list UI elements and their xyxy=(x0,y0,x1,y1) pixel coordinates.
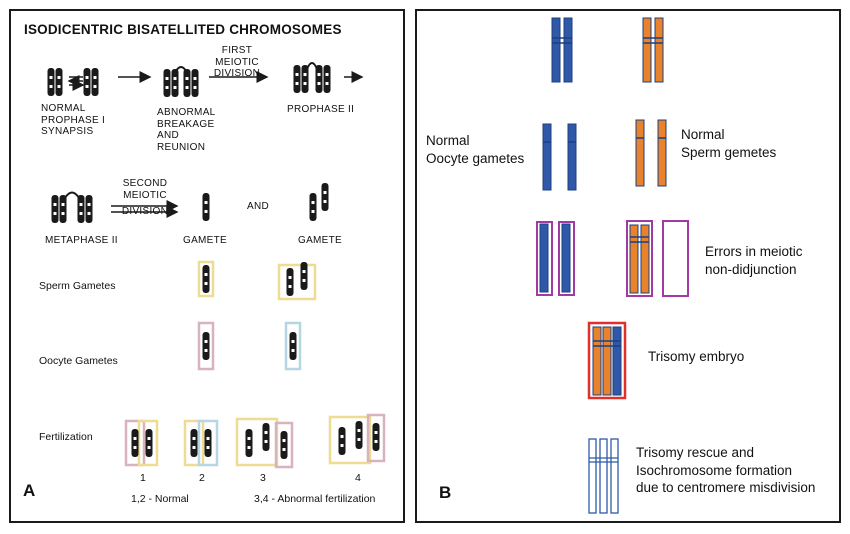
error-oocyte-chromosomes xyxy=(536,221,575,296)
and-caption: AND xyxy=(247,201,270,212)
panel-b-letter: B xyxy=(439,483,452,502)
step1-line2: PROPHASE I xyxy=(41,114,106,126)
fert-number-3: 3 xyxy=(260,472,266,484)
normal-note: 1,2 - Normal xyxy=(131,493,189,505)
normal-prophase-chromosomes xyxy=(48,68,99,96)
oocyte-gametes-label: Oocyte Gametes xyxy=(39,355,118,367)
sperm-label-line1: Normal xyxy=(681,127,725,142)
panel-a-title: ISODICENTRIC BISATELLITED CHROMOSOMES xyxy=(24,22,342,37)
gamete-chromosome-2 xyxy=(309,183,329,221)
rescue-label-line1: Trisomy rescue and xyxy=(636,445,755,460)
step2-line3: AND xyxy=(157,130,180,141)
orange-chromosome-pair-top xyxy=(642,17,664,83)
isochromosome-outlines xyxy=(588,438,619,514)
step1-line3: SYNAPSIS xyxy=(41,126,94,137)
sperm-gametes-label: Sperm Gametes xyxy=(39,280,116,292)
first-meiotic-division-label: FIRST MEIOTIC DIVISION xyxy=(209,45,265,80)
trisomy-rescue-label: Trisomy rescue and Isochromosome formati… xyxy=(636,444,815,497)
fertilization-1 xyxy=(124,419,159,467)
panel-a: ISODICENTRIC BISATELLITED CHROMOSOMES NO… xyxy=(9,9,405,523)
error-sperm-chromosomes xyxy=(626,220,689,297)
oocyte-label-line1: Normal xyxy=(426,133,470,148)
fert-number-2: 2 xyxy=(199,472,205,484)
step2-caption: ABNORMAL BREAKAGE AND REUNION xyxy=(157,107,216,153)
sperm-gamete-chromosomes xyxy=(635,119,667,187)
sperm-gamete-box-1 xyxy=(197,260,215,298)
trisomy-embryo-chromosomes xyxy=(587,321,627,400)
metaphase-ii-chromosomes xyxy=(52,191,93,224)
fertilization-2 xyxy=(183,419,219,467)
step2-line4: REUNION xyxy=(157,141,206,153)
normal-oocyte-label: Normal Oocyte gametes xyxy=(426,132,524,167)
arrow2-line2: MEIOTIC xyxy=(123,189,167,201)
oocyte-gamete-box-1 xyxy=(197,321,215,371)
fert-number-1: 1 xyxy=(140,472,146,484)
panel-a-letter: A xyxy=(23,481,36,500)
abnormal-note: 3,4 - Abnormal fertilization xyxy=(254,493,376,505)
step2-line2: BREAKAGE xyxy=(157,118,215,130)
fert-number-4: 4 xyxy=(355,472,361,484)
errors-label-line1: Errors in meiotic xyxy=(705,244,803,259)
gamete1-caption: GAMETE xyxy=(183,235,228,246)
oocyte-gamete-box-2 xyxy=(284,321,302,371)
blue-chromosome-pair-top xyxy=(551,17,573,83)
oocyte-gamete-chromosomes xyxy=(542,123,577,191)
sperm-label-line2: Sperm gemetes xyxy=(681,144,777,160)
rescue-label-line3: due to centromere misdivision xyxy=(636,480,816,496)
arrow2-line1: SECOND xyxy=(122,178,168,189)
step3-caption: PROPHASE II xyxy=(287,104,355,115)
panel-a-graphics xyxy=(11,62,386,469)
panel-b-graphics xyxy=(536,17,689,514)
prophase-ii-chromosomes xyxy=(294,62,331,93)
panel-b: Normal Oocyte gametes Normal Sperm gemet… xyxy=(415,9,841,523)
second-meiotic-division-label: SECOND MEIOTIC DIVISION xyxy=(115,178,175,218)
errors-label-line2: non-didjunction xyxy=(705,261,797,277)
sperm-gamete-box-2 xyxy=(277,263,317,301)
arrow1-line3: DIVISION xyxy=(213,68,261,79)
abnormal-breakage-chromosomes xyxy=(164,66,199,97)
trisomy-embryo-label: Trisomy embryo xyxy=(648,349,745,364)
oocyte-label-line2: Oocyte gametes xyxy=(426,150,525,166)
step1-line1: NORMAL xyxy=(41,103,86,114)
arrow1-line1: FIRST xyxy=(221,45,253,56)
fertilization-3 xyxy=(235,417,294,469)
fertilization-label: Fertilization xyxy=(39,431,93,443)
fertilization-4 xyxy=(328,413,386,465)
gamete-chromosome-1 xyxy=(202,193,210,221)
normal-sperm-label: Normal Sperm gemetes xyxy=(681,126,776,161)
step1-caption: NORMAL PROPHASE I SYNAPSIS xyxy=(41,103,105,138)
errors-label: Errors in meiotic non-didjunction xyxy=(705,243,803,278)
step2-line1: ABNORMAL xyxy=(157,107,216,118)
arrow1-line2: MEIOTIC xyxy=(215,56,259,68)
step4-caption: METAPHASE II xyxy=(45,235,118,246)
gamete2-caption: GAMETE xyxy=(298,235,343,246)
rescue-label-line2: Isochromosome formation xyxy=(636,462,793,478)
arrow2-line3: DIVISION xyxy=(121,206,169,217)
